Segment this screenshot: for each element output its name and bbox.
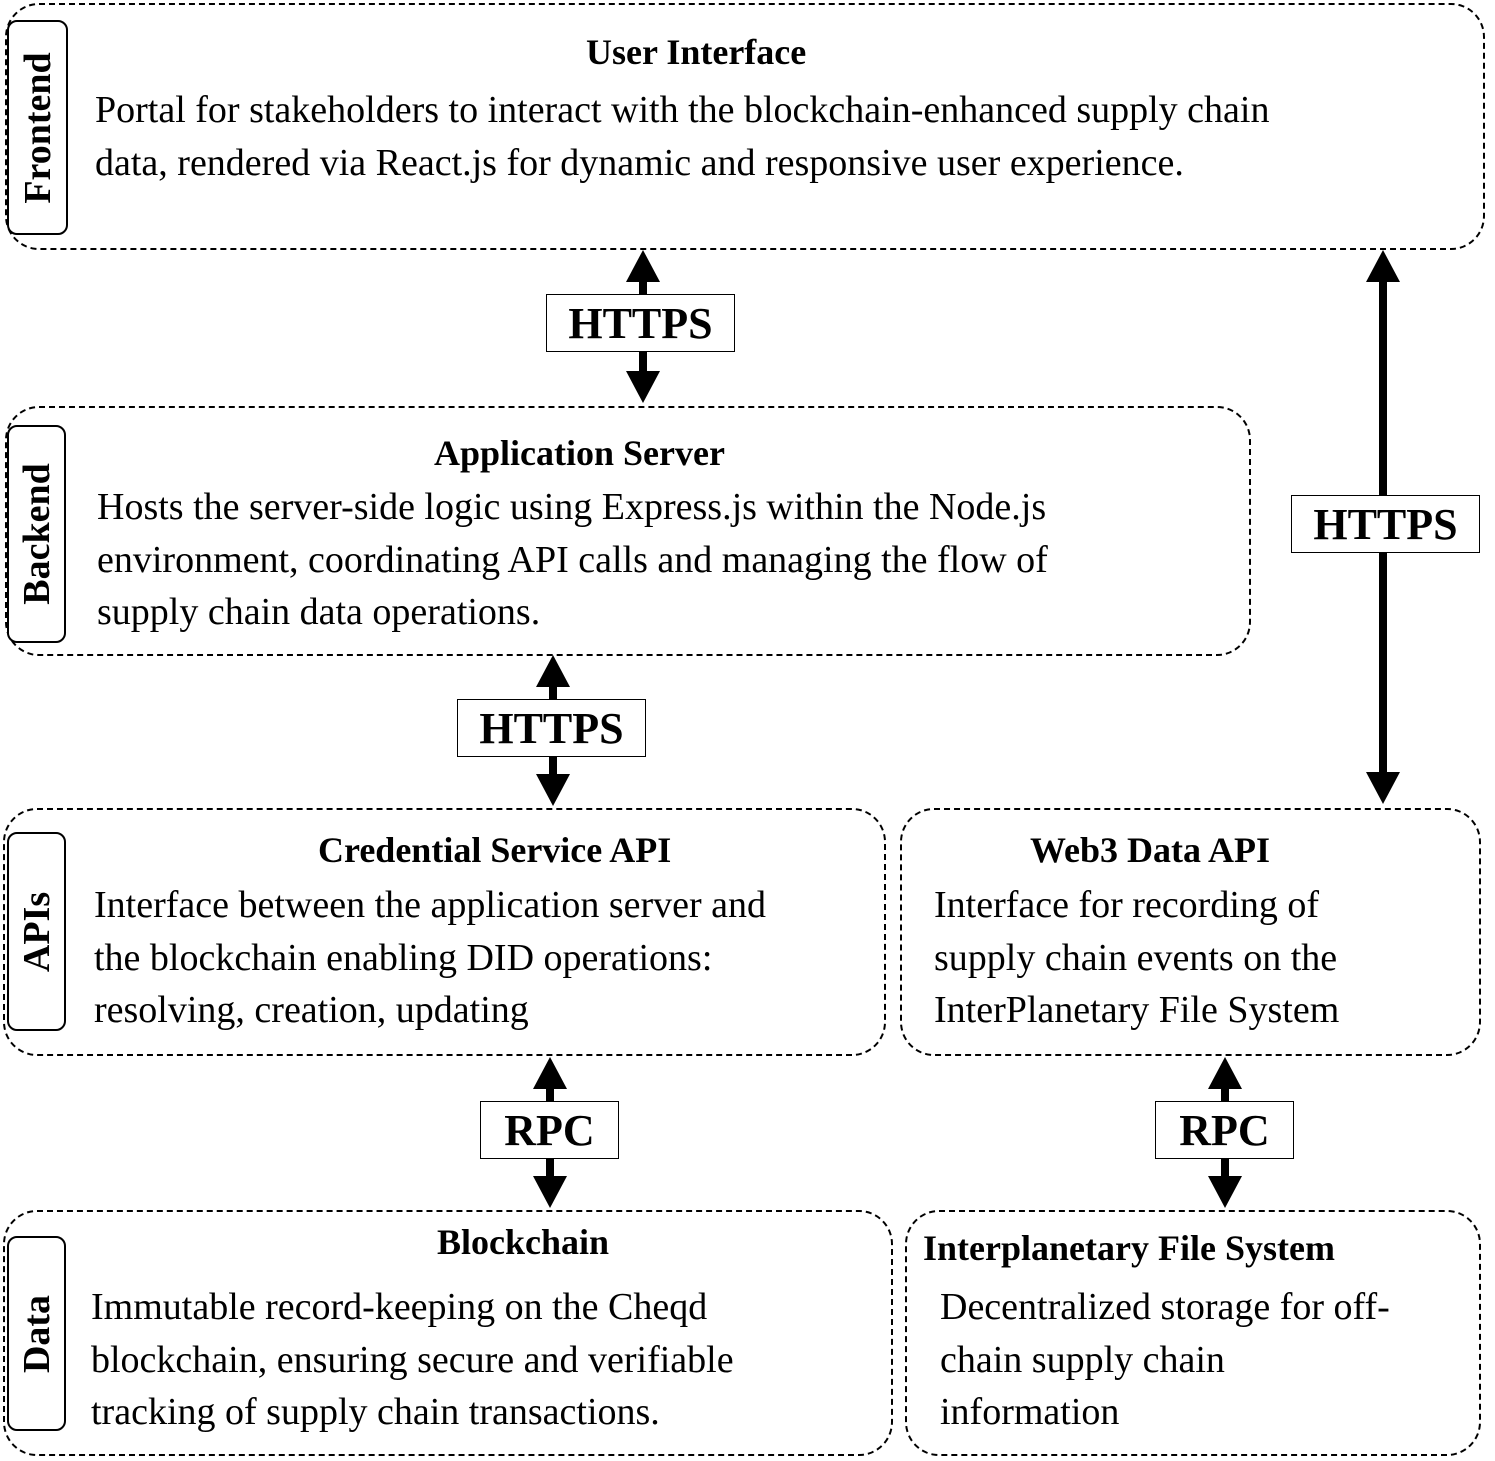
protocol-label-server-credential: HTTPS	[457, 699, 646, 757]
web3-data-api-title: Web3 Data API	[1030, 830, 1271, 870]
blockchain-title: Blockchain	[437, 1222, 610, 1262]
blockchain-description: Immutable record-keeping on the Cheqd bl…	[91, 1286, 734, 1433]
user-interface-box	[5, 3, 1485, 250]
layer-label-backend: Backend	[7, 425, 66, 643]
layer-label-apis: APIs	[7, 832, 66, 1031]
application-server-title: Application Server	[434, 433, 725, 473]
blockchain-box	[3, 1210, 893, 1456]
layer-label-frontend: Frontend	[7, 20, 68, 235]
application-server-description: Hosts the server-side logic using Expres…	[97, 486, 1048, 633]
user-interface-description: Portal for stakeholders to interact with…	[95, 89, 1270, 184]
credential-service-api-description: Interface between the application server…	[94, 884, 767, 1031]
protocol-label-web3-ipfs: RPC	[1155, 1101, 1294, 1159]
credential-service-api-box	[3, 808, 886, 1056]
ipfs-box	[905, 1210, 1481, 1456]
credential-service-api-title: Credential Service API	[318, 830, 672, 870]
web3-data-api-box	[900, 808, 1481, 1056]
ipfs-title: Interplanetary File System	[923, 1228, 1335, 1268]
application-server-box	[5, 406, 1251, 656]
ipfs-description: Decentralized storage for off- chain sup…	[940, 1286, 1390, 1433]
web3-data-api-description: Interface for recording of supply chain …	[934, 884, 1340, 1031]
layer-label-data: Data	[7, 1236, 66, 1431]
protocol-label-credential-blockchain: RPC	[480, 1101, 619, 1159]
protocol-label-ui-web3: HTTPS	[1291, 495, 1480, 553]
user-interface-title: User Interface	[586, 32, 807, 72]
protocol-label-ui-server: HTTPS	[546, 294, 735, 352]
